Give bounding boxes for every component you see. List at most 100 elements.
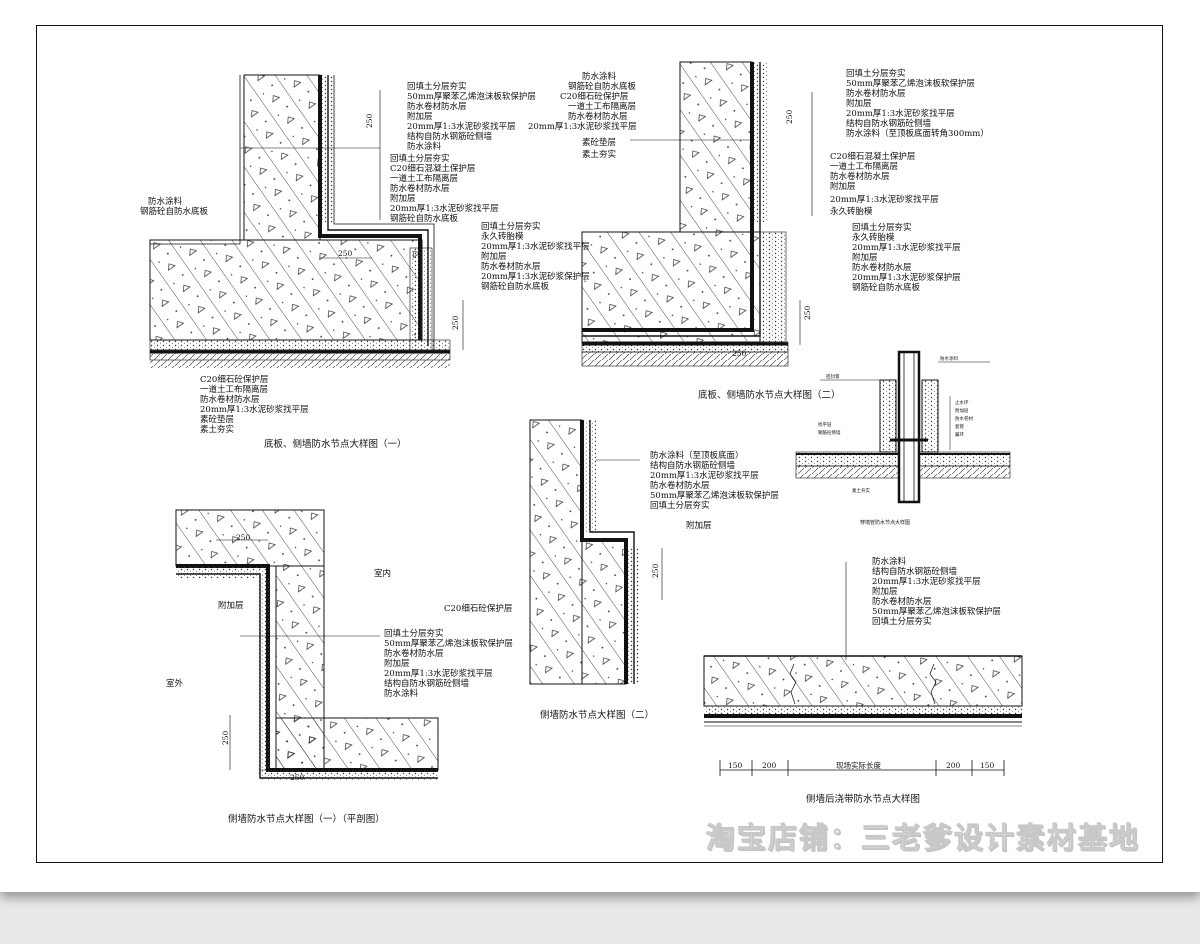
d2-top-line-5: 20mm厚1:3水泥砂浆找平层 <box>846 108 955 119</box>
d1-callout-left: 防水涂料 钢筋砼自防水底板 <box>140 196 209 217</box>
d5-line-2: 结构自防水钢筋砼侧墙 <box>872 566 958 577</box>
d2-mid-line-3: 防水卷材防水层 <box>830 171 890 182</box>
detail-2 <box>581 61 813 367</box>
d3-line-2: 50mm厚聚苯乙烯泡沫板软保护层 <box>384 638 513 649</box>
d1-right-line-2: 永久砖胎模 <box>481 231 524 242</box>
d1-corner-line-7: 钢筋砼自防水底板 <box>390 213 459 224</box>
d2-top-line-6: 结构自防水钢筋砼侧墙 <box>846 118 932 129</box>
d5-line-6: 50mm厚聚苯乙烯泡沫板软保护层 <box>872 606 1001 617</box>
d1-corner-line-1: 回填土分层夯实 <box>390 153 450 164</box>
d3-line-7: 防水涂料 <box>384 688 419 699</box>
d2-top-line-1: 回填土分层夯实 <box>846 68 906 79</box>
detail-4 <box>529 419 663 685</box>
d5-dim-4: 200 <box>946 761 961 770</box>
d1-wall-line-7: 防水涂料 <box>407 141 442 152</box>
d2-callout-top: 回填土分层夯实 50mm厚聚苯乙烯泡沫板软保护层 防水卷材防水层 附加层 20m… <box>846 68 989 139</box>
d6-label-7: 翼环 <box>955 432 964 438</box>
d1-corner-line-6: 20mm厚1:3水泥砂浆找平层 <box>390 203 499 214</box>
d2-callout-left: 防水涂料 钢筋砼自防水底板 C20细石砼保护层 一道土工布隔离层 防水卷材防水层… <box>528 71 637 160</box>
d6-label-3: 止水环 <box>955 399 969 406</box>
d2-top-line-7: 防水涂料（至顶板底面转角300mm） <box>846 128 989 139</box>
d3-line-4: 附加层 <box>384 658 410 669</box>
d2-dim-1: 250 <box>732 349 747 358</box>
d6-label-2: 密封膏 <box>826 373 840 380</box>
d2-top-line-2: 50mm厚聚苯乙烯泡沫板软保护层 <box>846 78 975 89</box>
d5-caption: 侧墙后浇带防水节点大样图 <box>806 793 920 805</box>
d3-line-3: 防水卷材防水层 <box>384 648 444 659</box>
d3-callout: 回填土分层夯实 50mm厚聚苯乙烯泡沫板软保护层 防水卷材防水层 附加层 20m… <box>384 628 513 699</box>
d2-low-line-3: 20mm厚1:3水泥砂浆找平层 <box>852 242 961 253</box>
d6-label-4: 附加层 <box>955 407 969 414</box>
d4-line-6: 回填土分层夯实 <box>650 500 710 511</box>
d1-wall-line-2: 50mm厚聚苯乙烯泡沫板软保护层 <box>407 91 536 102</box>
d1-right-line-5: 防水卷材防水层 <box>481 261 541 272</box>
d1-callout-bottom: C20细石砼保护层 一道土工布隔离层 防水卷材防水层 20mm厚1:3水泥砂浆找… <box>200 374 309 435</box>
d3-label-outside: 室外 <box>166 678 184 689</box>
callout-layer: 回填土分层夯实 50mm厚聚苯乙烯泡沫板软保护层 防水卷材防水层 附加层 20m… <box>140 68 1001 825</box>
d2-low-line-4: 附加层 <box>852 252 878 263</box>
detail-6 <box>795 350 1011 504</box>
d1-callout-wall: 回填土分层夯实 50mm厚聚苯乙烯泡沫板软保护层 防水卷材防水层 附加层 20m… <box>407 81 536 152</box>
drawing-frame <box>36 25 1163 863</box>
d2-callout-mid: C20细石混凝土保护层 一道土工布隔离层 防水卷材防水层 附加层 20mm厚1:… <box>830 151 939 217</box>
d3-line-5: 20mm厚1:3水泥砂浆找平层 <box>384 668 493 679</box>
cad-drawing <box>149 61 1023 780</box>
d1-bottom-line-2: 一道土工布隔离层 <box>200 384 268 395</box>
d1-wall-line-3: 防水卷材防水层 <box>407 101 467 112</box>
d5-line-1: 防水涂料 <box>872 556 907 567</box>
d6-label-5: 防水卷材 <box>955 415 973 422</box>
d6-labels: 防水涂料 密封膏 止水环 附加层 防水卷材 套管 翼环 找平层 钢筋砼侧墙 素土… <box>818 355 973 494</box>
d2-left-line-4: 一道土工布隔离层 <box>568 101 636 112</box>
d1-corner-line-5: 附加层 <box>390 193 416 204</box>
d1-wall-line-6: 结构自防水钢筋砼侧墙 <box>407 131 493 142</box>
d1-callout-right: 回填土分层夯实 永久砖胎模 20mm厚1:3水泥砂浆找平层 附加层 防水卷材防水… <box>481 221 590 292</box>
d1-corner-line-2: C20细石混凝土保护层 <box>390 163 475 174</box>
d2-low-line-2: 永久砖胎模 <box>852 232 895 243</box>
d5-callout: 防水涂料 结构自防水钢筋砼侧墙 20mm厚1:3水泥砂浆找平层 附加层 防水卷材… <box>872 556 1001 627</box>
d1-bottom-line-3: 防水卷材防水层 <box>200 394 260 405</box>
d1-dim-2: 250 <box>365 113 374 128</box>
detail-1 <box>149 74 464 368</box>
d4-dim-1: 250 <box>651 563 660 578</box>
drawing-sheet: 回填土分层夯实 50mm厚聚苯乙烯泡沫板软保护层 防水卷材防水层 附加层 20m… <box>0 0 1200 892</box>
d1-left-line-2: 钢筋砼自防水底板 <box>140 206 209 217</box>
d5-dim-3: 现场实际长度 <box>836 760 881 770</box>
d2-left-line-6: 20mm厚1:3水泥砂浆找平层 <box>528 121 637 132</box>
d2-left-line-1: 防水涂料 <box>582 71 617 82</box>
watermark-text: 淘宝店铺：三老爹设计素材基地 <box>705 821 1141 856</box>
d5-line-3: 20mm厚1:3水泥砂浆找平层 <box>872 576 981 587</box>
d1-wall-line-1: 回填土分层夯实 <box>407 81 467 92</box>
d2-mid-line-6: 永久砖胎模 <box>830 206 873 217</box>
d6-label-9: 钢筋砼侧墙 <box>818 429 841 436</box>
d4-label-add: 附加层 <box>686 520 712 531</box>
d1-corner-line-3: 一道土工布隔离层 <box>390 173 458 184</box>
d2-mid-line-2: 一道土工布隔离层 <box>830 161 898 172</box>
d6-label-10: 素土夯实 <box>852 487 870 494</box>
d1-right-line-4: 附加层 <box>481 251 507 262</box>
d5-dim-1: 150 <box>728 761 743 770</box>
d2-mid-line-5: 20mm厚1:3水泥砂浆找平层 <box>830 194 939 205</box>
d5-dim-2: 200 <box>762 761 777 770</box>
d2-top-line-4: 附加层 <box>846 98 872 109</box>
d2-caption: 底板、侧墙防水节点大样图（二） <box>698 389 841 401</box>
d1-bottom-line-1: C20细石砼保护层 <box>200 374 268 385</box>
d1-right-line-3: 20mm厚1:3水泥砂浆找平层 <box>481 241 590 252</box>
d1-right-line-7: 钢筋砼自防水底板 <box>481 281 550 292</box>
d2-callout-low: 回填土分层夯实 永久砖胎模 20mm厚1:3水泥砂浆找平层 附加层 防水卷材防水… <box>852 222 961 293</box>
d3-label-add: 附加层 <box>218 600 244 611</box>
detail-5 <box>703 562 1023 776</box>
d5-line-4: 附加层 <box>872 586 898 597</box>
d2-left-line-8: 素土夯实 <box>582 149 616 160</box>
d3-line-1: 回填土分层夯实 <box>384 628 444 639</box>
d4-caption: 侧墙防水节点大样图（二） <box>540 709 654 721</box>
d2-dim-2: 250 <box>785 109 794 124</box>
d1-wall-line-4: 附加层 <box>407 111 433 122</box>
d1-bottom-line-4: 20mm厚1:3水泥砂浆找平层 <box>200 404 309 415</box>
d1-dim-1: 250 <box>338 249 353 258</box>
d2-low-line-7: 钢筋砼自防水底板 <box>852 282 921 293</box>
d1-dim-3: 250 <box>451 315 460 330</box>
d2-left-line-5: 防水卷材防水层 <box>568 111 628 122</box>
d2-left-line-3: C20细石砼保护层 <box>560 91 628 102</box>
d2-mid-line-4: 附加层 <box>830 181 856 192</box>
d2-top-line-3: 防水卷材防水层 <box>846 88 906 99</box>
